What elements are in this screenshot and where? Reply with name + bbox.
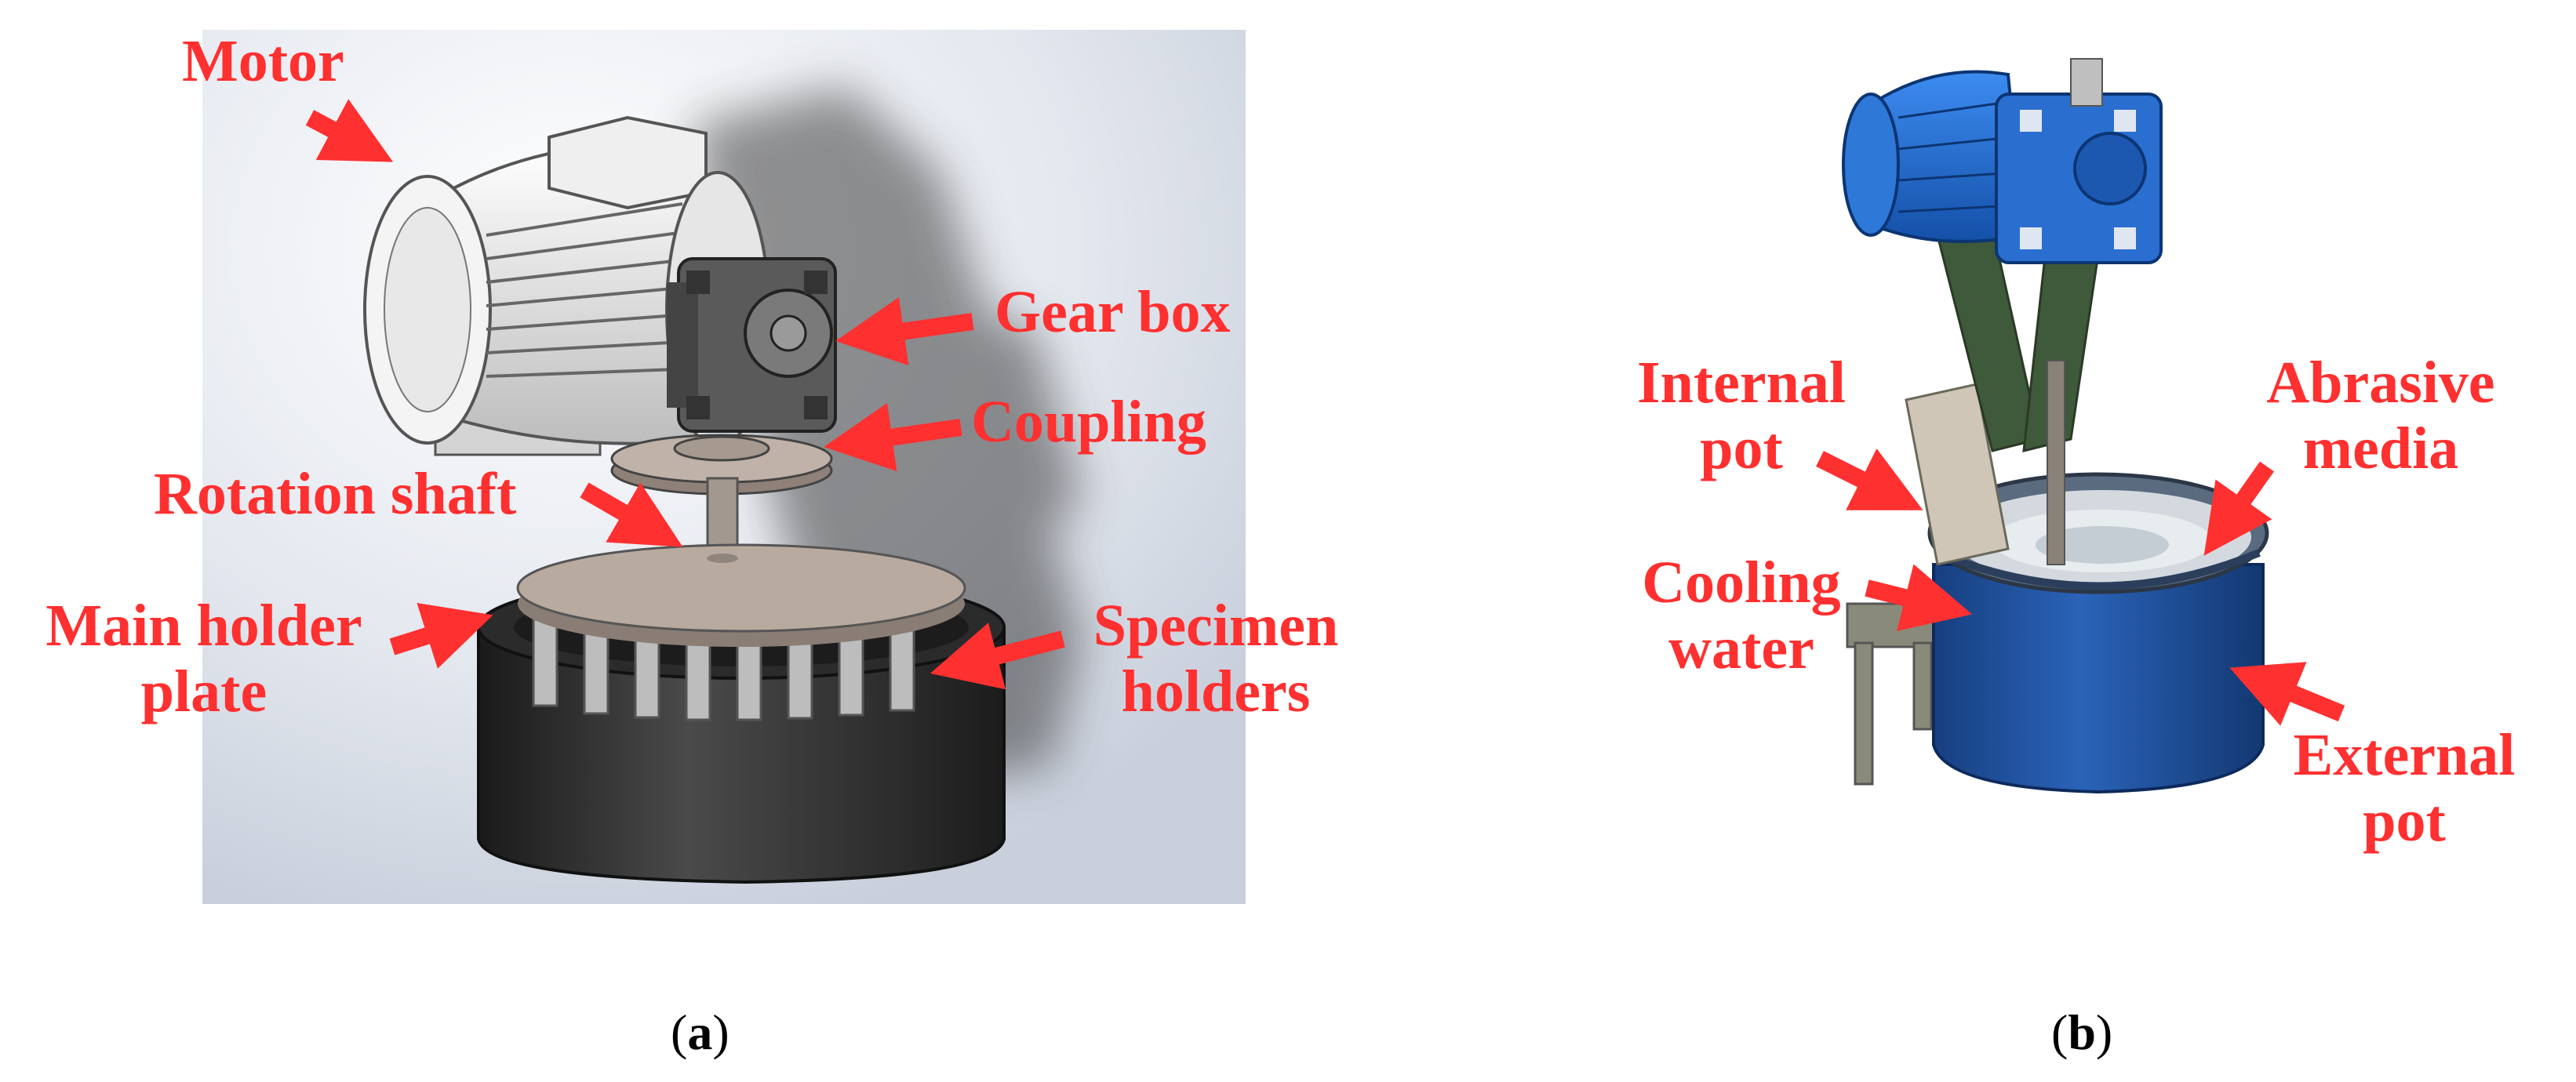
label-specimen-holders-line2: holders [1121, 659, 1311, 724]
label-rotation-shaft: Rotation shaft [154, 461, 517, 527]
label-main-holder-plate: Main holder plate [16, 596, 392, 721]
label-cooling-water-line2: water [1668, 615, 1814, 681]
label-external-pot: External pot [2243, 725, 2565, 851]
arrow-coupling [824, 402, 962, 472]
external-pot [1932, 563, 2265, 794]
label-internal-pot: Internal pot [1592, 353, 1890, 478]
main-holder-plate [516, 543, 966, 647]
blue-motor [1842, 58, 2163, 264]
arrow-external-pot [2229, 662, 2345, 726]
label-main-holder-plate-line1: Main holder [45, 593, 362, 659]
caption-a-letter: a [687, 1004, 713, 1060]
label-specimen-holders: Specimen holders [1067, 596, 1365, 721]
arrow-motor [305, 99, 394, 162]
support-frame [1905, 226, 2104, 566]
arrow-gear-box [835, 296, 974, 366]
label-main-holder-plate-line2: plate [140, 659, 267, 724]
label-abrasive-media-line1: Abrasive [2266, 350, 2495, 416]
caption-b: (b) [2051, 1004, 2112, 1062]
caption-b-letter: b [2068, 1004, 2096, 1060]
arrow-internal-pot [1816, 448, 1923, 510]
label-abrasive-media-line2: media [2302, 416, 2459, 481]
label-motor: Motor [182, 28, 344, 94]
caption-a-open: ( [671, 1004, 688, 1060]
arrow-cooling-water [1865, 564, 1973, 631]
gear-box [667, 257, 837, 433]
label-cooling-water: Cooling water [1592, 553, 1890, 678]
panel-b-arrows [1816, 448, 2345, 726]
motor [363, 115, 770, 456]
label-coupling: Coupling [971, 389, 1206, 455]
arrow-main-holder-plate [389, 602, 493, 669]
cooling-water [1936, 549, 2261, 590]
label-external-pot-line1: External [2293, 722, 2516, 788]
label-internal-pot-line1: Internal [1637, 350, 1846, 416]
arrow-rotation-shaft [580, 482, 683, 547]
cad-render [202, 30, 1246, 904]
caption-a-close: ) [712, 1004, 730, 1060]
arrow-specimen-holders [930, 623, 1065, 690]
label-cooling-water-line1: Cooling [1642, 550, 1841, 615]
arrow-abrasive-media [2203, 461, 2274, 556]
caption-a: (a) [671, 1004, 730, 1062]
panel-a-arrows [305, 99, 1065, 690]
caption-b-close: ) [2095, 1004, 2113, 1060]
specimen-holders [532, 618, 915, 721]
label-specimen-holders-line1: Specimen [1093, 593, 1339, 659]
label-abrasive-media: Abrasive media [2212, 353, 2549, 478]
label-external-pot-line2: pot [2363, 788, 2446, 854]
shaft-base [707, 554, 738, 563]
label-gear-box: Gear box [995, 279, 1231, 345]
label-internal-pot-line2: pot [1700, 416, 1783, 481]
machine-photo [1842, 58, 2269, 794]
caption-b-open: ( [2051, 1004, 2068, 1060]
